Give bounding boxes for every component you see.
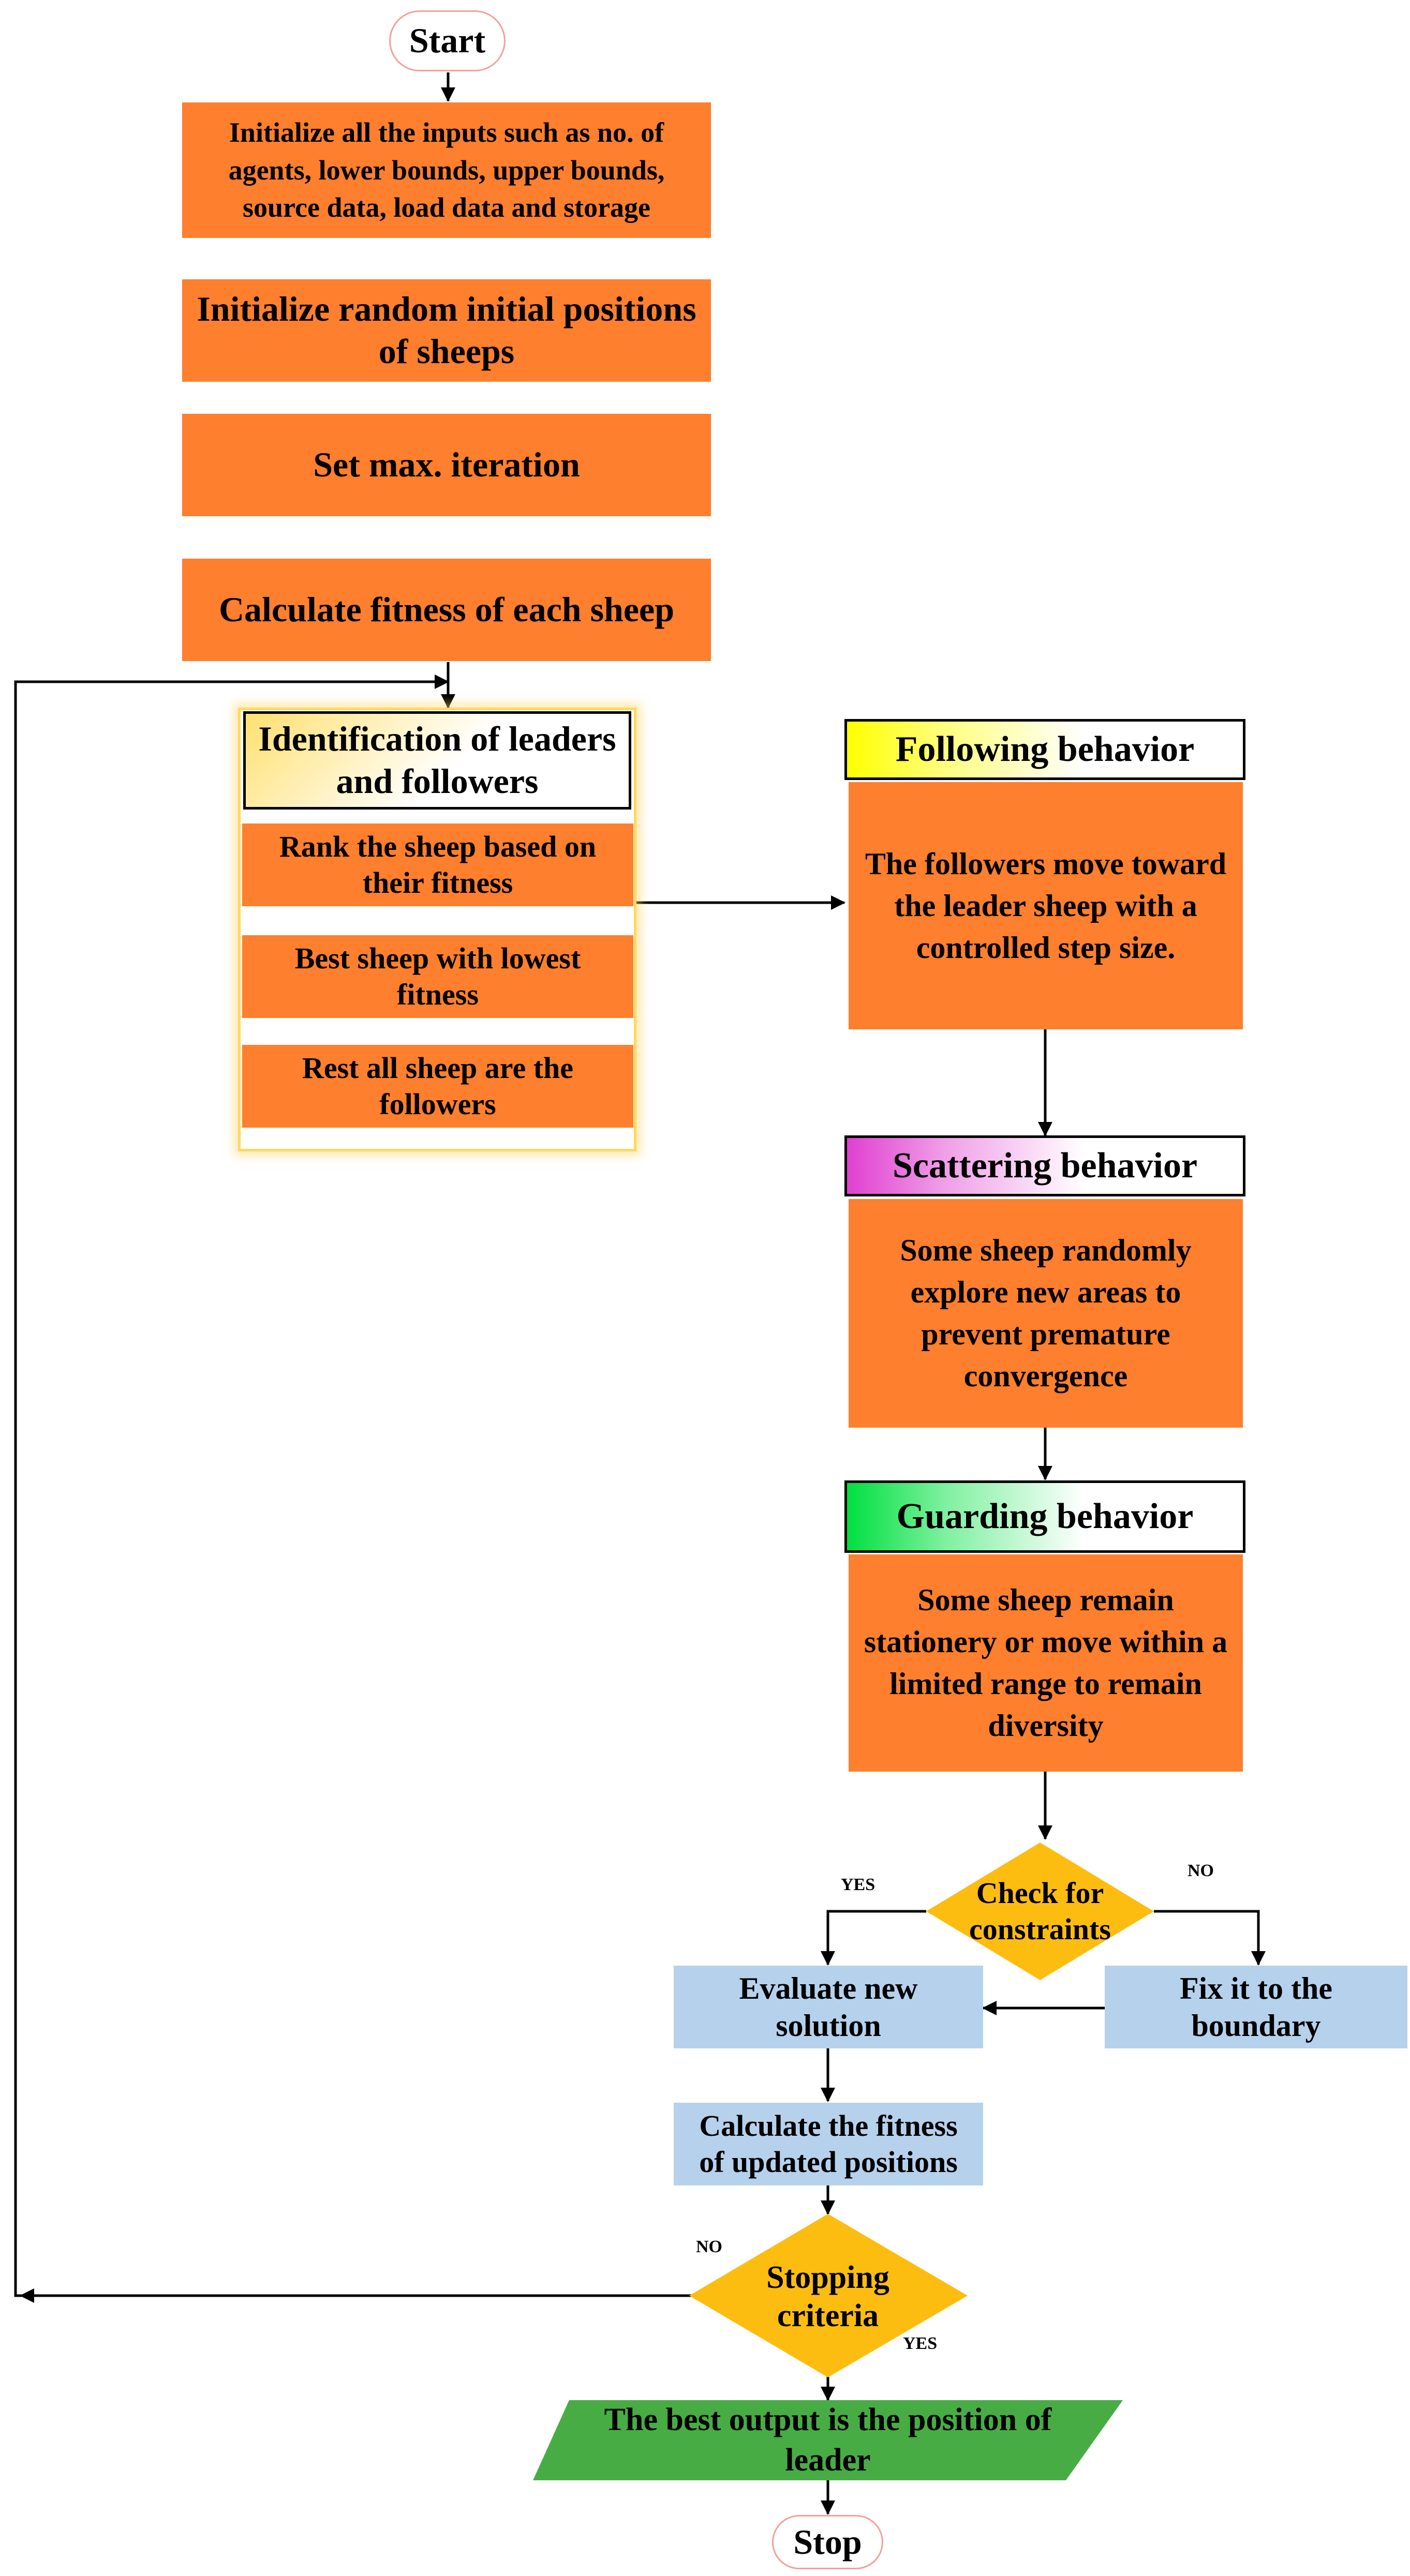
init-positions-box: Initialize random initial positions of s…: [182, 279, 711, 382]
yes-label-stopping: YES: [903, 2334, 938, 2353]
stopping-criteria-diamond: [689, 2214, 968, 2377]
rest-sheep-box: Rest all sheep are the followers: [242, 1045, 633, 1128]
start-terminal: Start: [389, 10, 506, 71]
arrow-yes-to-evaluate: [821, 1910, 926, 1966]
calc-updated-fitness-box: Calculate the fitness of updated positio…: [674, 2103, 983, 2185]
no-label-stopping: NO: [696, 2237, 722, 2256]
max-iteration-box: Set max. iteration: [182, 414, 711, 516]
guarding-behavior-body: Some sheep remain stationery or move wit…: [849, 1554, 1243, 1772]
identification-title: Identification of leaders and followers: [243, 711, 631, 810]
scattering-behavior-body: Some sheep randomly explore new areas to…: [849, 1199, 1243, 1428]
best-output-parallelogram: [533, 2400, 1123, 2480]
guarding-behavior-title: Guarding behavior: [844, 1480, 1245, 1553]
calc-fitness-box: Calculate fitness of each sheep: [182, 559, 711, 661]
check-constraints-label: Check for constraints: [969, 1876, 1111, 1946]
stopping-criteria-label: Stopping criteria: [766, 2259, 889, 2333]
init-inputs-box: Initialize all the inputs such as no. of…: [182, 102, 711, 238]
best-output-label: The best output is the position of leade…: [604, 2402, 1052, 2478]
yes-label-constraints: YES: [841, 1875, 875, 1894]
stop-terminal: Stop: [772, 2515, 883, 2569]
scattering-behavior-title: Scattering behavior: [844, 1135, 1245, 1196]
check-constraints-diamond: [926, 1843, 1154, 1980]
best-sheep-box: Best sheep with lowest fitness: [242, 935, 633, 1018]
following-behavior-title: Following behavior: [844, 719, 1245, 780]
arrow-no-to-fix: [1154, 1910, 1266, 1966]
rank-sheep-box: Rank the sheep based on their fitness: [242, 823, 633, 906]
evaluate-solution-box: Evaluate new solution: [674, 1966, 983, 2048]
fix-boundary-box: Fix it to the boundary: [1105, 1966, 1407, 2048]
no-label-constraints: NO: [1188, 1861, 1214, 1880]
following-behavior-body: The followers move toward the leader she…: [849, 782, 1243, 1029]
